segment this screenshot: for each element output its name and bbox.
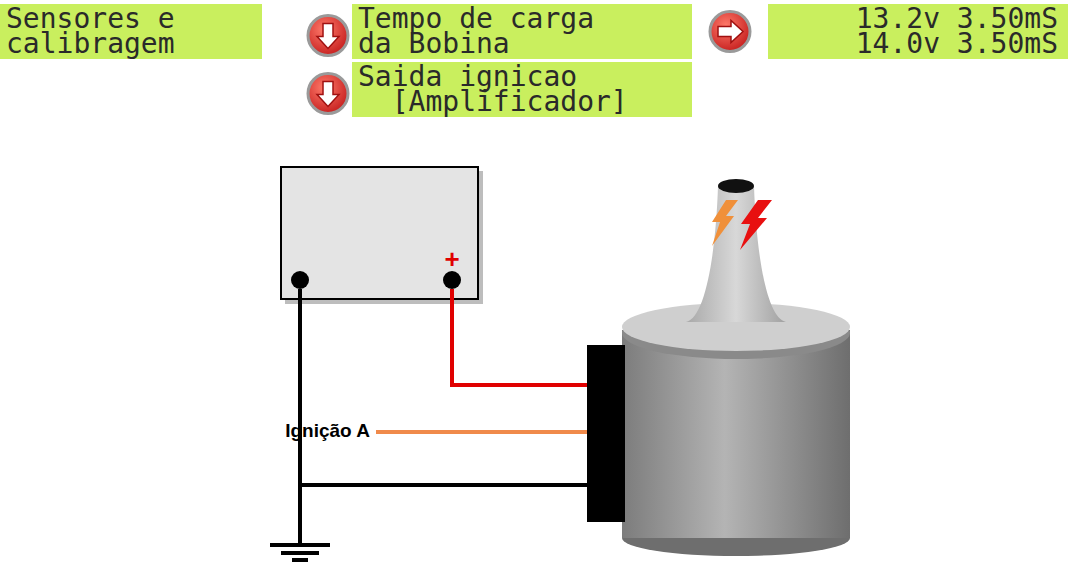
lcd-menu-screen: Sensores e calibragem [0,4,262,59]
menu-arrow-button [710,12,750,52]
coil-connector [587,345,625,522]
menu-arrow-button [308,16,348,56]
lcd-text: Tempo de carga da Bobina [358,6,611,56]
lcd-menu-screen: 13.2v 3.50mS14.0v 3.50mS [768,4,1068,59]
coil-output-hole [718,179,754,193]
ground-wire [298,289,302,545]
spark [712,200,738,246]
coil-tower [686,186,786,322]
signal-name: Ignição A [285,420,370,442]
lcd-text: 13.2v 3.50mS [774,6,1058,31]
ignition-signal-wire [376,430,588,434]
positive-wire [452,289,588,385]
ground-to-coil-wire [300,483,588,487]
lcd-text: Sensores e calibragem [6,6,191,56]
ground-symbol [270,545,330,560]
polarity-sign: + [444,244,459,275]
spark [740,200,772,250]
negative-terminal [291,271,309,289]
coil-body [622,330,850,538]
lcd-text: 14.0v 3.50mS [774,31,1058,56]
lcd-menu-screen: Tempo de carga da Bobina [352,4,692,59]
lcd-text: Saida ignicao [Amplificador] [358,64,645,114]
battery [281,167,478,299]
lcd-menu-screen: Saida ignicao [Amplificador] [352,62,692,117]
menu-arrow-button [308,74,348,114]
